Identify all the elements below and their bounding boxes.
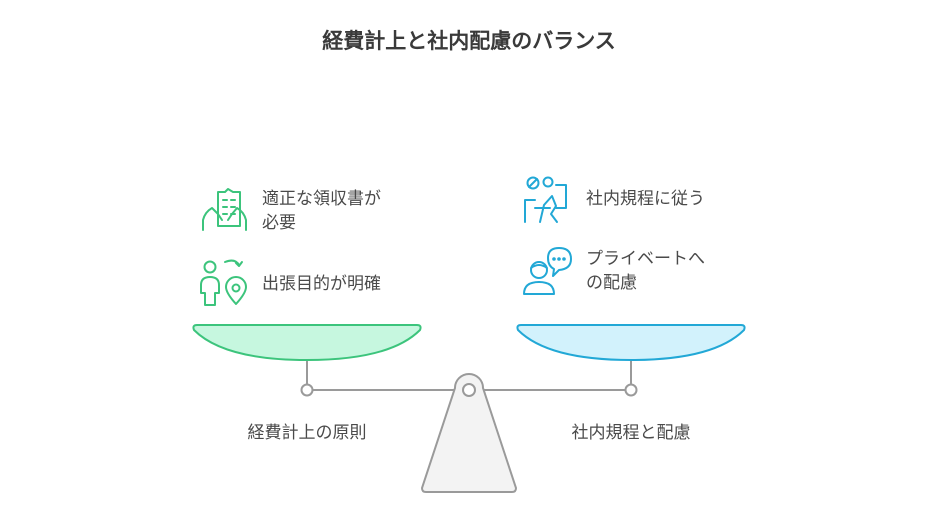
left-item-2-line1: 出張目的が明確 bbox=[262, 274, 381, 294]
right-pan bbox=[516, 324, 746, 362]
fulcrum bbox=[420, 373, 518, 493]
right-joint bbox=[624, 383, 638, 397]
right-item-2-line2: の配慮 bbox=[586, 273, 637, 293]
rules-person-icon bbox=[524, 176, 567, 223]
receipt-hands-icon bbox=[202, 188, 247, 231]
person-speech-icon bbox=[523, 247, 572, 295]
fulcrum-pivot bbox=[462, 383, 476, 397]
right-label: 社内規程と配慮 bbox=[572, 423, 691, 443]
left-joint bbox=[300, 383, 314, 397]
diagram-title: 経費計上と社内配慮のバランス bbox=[322, 29, 616, 53]
left-pan bbox=[192, 324, 422, 362]
left-item-1-line2: 必要 bbox=[262, 213, 296, 233]
right-item-1-line1: 社内規程に従う bbox=[586, 189, 705, 209]
right-item-2-line1: プライベートへ bbox=[586, 249, 705, 269]
left-item-1-line1: 適正な領収書が bbox=[262, 189, 381, 209]
left-label: 経費計上の原則 bbox=[248, 423, 367, 443]
person-location-icon bbox=[200, 259, 247, 306]
